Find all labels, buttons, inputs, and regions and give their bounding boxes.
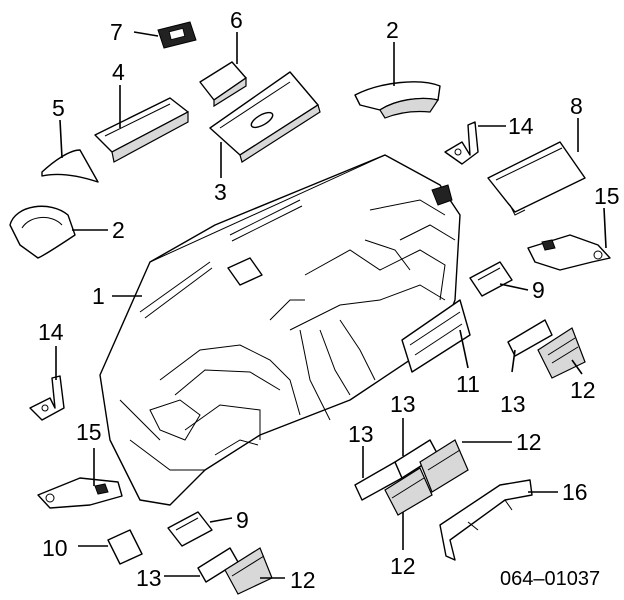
air-outlet-center-part: [354, 439, 469, 516]
callout-13-right: 13: [500, 391, 526, 417]
callout-15-left: 15: [76, 419, 102, 445]
air-outlet-right-part: [507, 319, 586, 379]
callout-16: 16: [562, 479, 588, 505]
cover-right-part: [469, 261, 513, 297]
callout-13-center-upper: 13: [390, 391, 416, 417]
callout-12-center-upper: 12: [516, 429, 542, 455]
callout-1: 1: [92, 283, 105, 309]
callout-2-left: 2: [112, 217, 125, 243]
diagram-code: 064–01037: [500, 568, 600, 590]
switch-part: [157, 21, 197, 49]
leader-lines: [55, 31, 607, 579]
center-bezel-part: [401, 299, 471, 373]
callout-7: 7: [110, 19, 123, 45]
callout-11: 11: [456, 371, 480, 397]
trim-cover-top-part: [354, 81, 441, 119]
callout-14-left: 14: [38, 319, 64, 345]
callout-13-bottom: 13: [136, 565, 162, 591]
callout-5: 5: [52, 95, 65, 121]
bracket-15-left-part: [37, 477, 123, 509]
callout-4: 4: [112, 59, 125, 85]
cover-bottom-part: [167, 511, 213, 547]
callout-9-bottom: 9: [236, 507, 249, 533]
gauge-hood-part: [9, 205, 76, 259]
support-bracket-part: [439, 479, 533, 561]
callout-9-right: 9: [532, 277, 545, 303]
callout-15-right: 15: [594, 183, 620, 209]
glove-box-panel-part: [209, 71, 321, 163]
vent-bezel-part: [199, 61, 247, 108]
callout-8: 8: [570, 93, 583, 119]
callout-12-right: 12: [570, 377, 596, 403]
callout-2-top: 2: [386, 17, 399, 43]
storage-bin-part: [94, 97, 189, 163]
blank-cover-part: [107, 529, 143, 565]
side-trim-part: [41, 149, 99, 183]
callout-6: 6: [230, 7, 243, 33]
callout-12-bottom: 12: [290, 567, 316, 593]
callout-labels: 7 6 4 2 5 3 8 14 2 15 9 1 14 11 13 12 15…: [38, 7, 620, 593]
bracket-left-part: [29, 375, 65, 421]
callout-14-right: 14: [508, 113, 534, 139]
airbag-module-part: [487, 141, 586, 216]
callout-13-center-left: 13: [348, 421, 374, 447]
instrument-panel-part: [99, 154, 461, 506]
bracket-right-part: [444, 121, 479, 165]
air-outlet-bottom-part: [197, 547, 273, 595]
bracket-15-right-part: [527, 234, 611, 271]
callout-3: 3: [214, 179, 227, 205]
callout-10: 10: [42, 535, 68, 561]
callout-12-center-lower: 12: [390, 553, 416, 579]
